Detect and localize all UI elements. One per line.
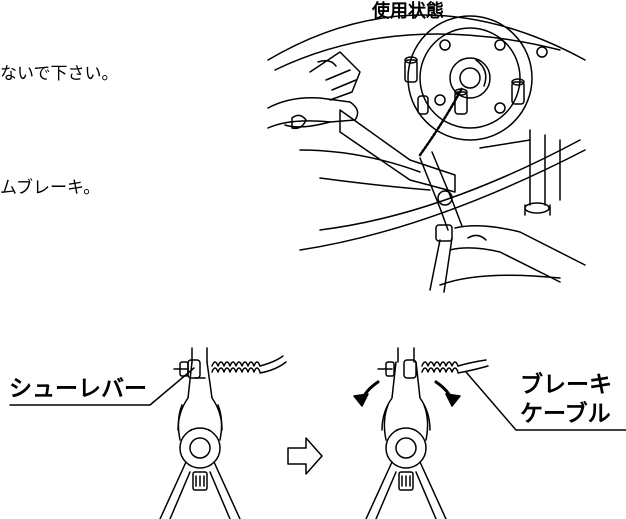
drum-inner-arc: [319, 139, 581, 231]
instruction-fragment-1: ないで下さい。: [0, 64, 119, 84]
spread-arrow-left: [353, 380, 380, 407]
right-arrow-outline-icon: [287, 437, 323, 475]
shoe-lever: [299, 109, 456, 193]
brake-cable-leader: [465, 371, 626, 431]
closed-pliers-icon: [159, 347, 287, 519]
brake-cable-label-line2: ケーブル: [520, 401, 611, 427]
hand-left: [267, 51, 361, 130]
drum-outer-arc: [267, 14, 586, 61]
shoe-lever-label: シューレバー: [9, 376, 147, 402]
instruction-fragment-2: ムブレーキ。: [0, 178, 101, 198]
pliers-in-use: [419, 151, 463, 293]
hub: [407, 15, 548, 141]
spread-pliers-icon: [353, 347, 489, 519]
spring-cable: [418, 86, 464, 157]
brake-cable-label-line1: ブレーキ: [520, 372, 612, 398]
shoe-lever-leader: [9, 367, 195, 406]
usage-illustration: [267, 14, 586, 293]
hand-right: [439, 225, 586, 286]
stand: [479, 129, 561, 216]
usage-title: 使用状態: [372, 1, 444, 22]
drum-rim-arc: [299, 149, 586, 251]
spread-arrow-right: [434, 380, 461, 407]
